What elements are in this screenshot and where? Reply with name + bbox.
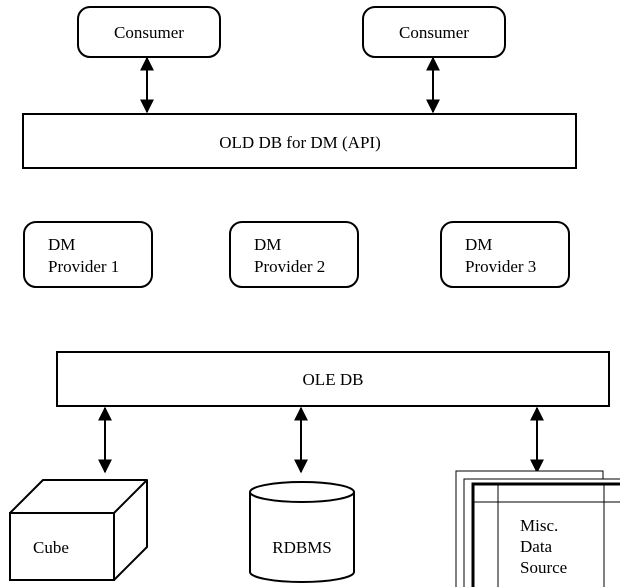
cube-label: Cube [33, 538, 69, 557]
dm-provider-2: DM Provider 2 [229, 221, 359, 288]
dm-provider-3-line1: DM [465, 235, 492, 254]
dm-provider-2-line2: Provider 2 [254, 257, 325, 276]
api-bar: OLD DB for DM (API) [22, 113, 577, 169]
consumer-1: Consumer [77, 6, 221, 58]
oledb-bar-label: OLE DB [303, 370, 364, 389]
misc-label-line1: Misc. [520, 516, 558, 535]
rdbms-data-source: RDBMS [249, 481, 355, 583]
oledb-bar: OLE DB [56, 351, 610, 407]
dm-provider-1: DM Provider 1 [23, 221, 153, 288]
misc-label-line2: Data [520, 537, 553, 556]
dm-provider-3-line2: Provider 3 [465, 257, 536, 276]
misc-label-line3: Source [520, 558, 567, 577]
cube-data-source: Cube [9, 479, 148, 581]
consumer-2: Consumer [362, 6, 506, 58]
consumer-1-label: Consumer [114, 23, 184, 42]
rdbms-label: RDBMS [272, 538, 332, 557]
misc-data-source: Misc. Data Source [455, 470, 620, 587]
dm-provider-3: DM Provider 3 [440, 221, 570, 288]
api-bar-label: OLD DB for DM (API) [219, 133, 380, 152]
dm-provider-1-line2: Provider 1 [48, 257, 119, 276]
dm-provider-2-line1: DM [254, 235, 281, 254]
dm-provider-1-line1: DM [48, 235, 75, 254]
consumer-2-label: Consumer [399, 23, 469, 42]
